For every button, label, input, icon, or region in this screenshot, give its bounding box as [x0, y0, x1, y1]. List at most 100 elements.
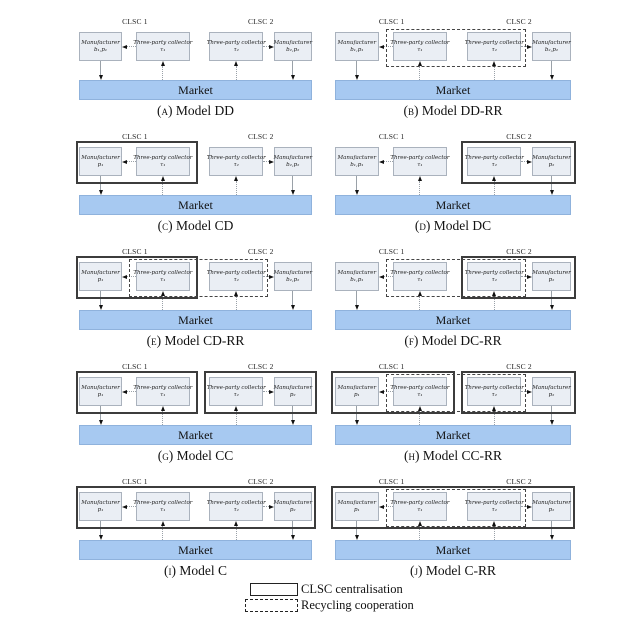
down-arrowhead-icon — [549, 75, 554, 80]
arrow-line — [263, 276, 269, 277]
arrow-line — [292, 61, 294, 75]
up-arrowhead-icon — [234, 291, 239, 296]
market-to-collector-up-arrow — [416, 521, 423, 540]
caption-model-name: Model DC — [430, 218, 492, 233]
manufacturer-2-box-title: Manufacturer — [532, 499, 571, 506]
caption-index: (d) — [414, 218, 431, 233]
market-bar: Market — [335, 195, 571, 215]
caption-model-name: Model DC-RR — [418, 333, 502, 348]
up-arrowhead-icon — [492, 291, 497, 296]
collector-to-manufacturer-right-arrow — [263, 44, 274, 49]
manufacturer-1-box-title: Manufacturer — [337, 384, 377, 391]
market-to-collector-up-arrow — [233, 521, 240, 540]
right-arrowhead-icon — [527, 159, 533, 164]
market-to-collector-up-arrow — [416, 176, 423, 195]
legend: CLSC centralisation Recycling cooperatio… — [245, 581, 414, 613]
manufacturer-1-box-variable: b₁,p₁ — [350, 161, 364, 168]
manufacturer-2-box-variable: p₂ — [548, 391, 555, 398]
collector-1-box-title: Three-party collector — [133, 384, 193, 391]
collector-2-box-title: Three-party collector — [464, 154, 524, 161]
clsc2-label: CLSC 2 — [247, 247, 274, 256]
collector-1-box-title: Three-party collector — [390, 499, 450, 506]
manufacturer-1-box-variable: b₁,p₁ — [350, 46, 364, 53]
down-arrowhead-icon — [98, 190, 103, 195]
collector-1-box-title: Three-party collector — [390, 384, 450, 391]
up-arrowhead-icon — [234, 406, 239, 411]
market-to-collector-up-arrow — [159, 291, 166, 310]
arrow-line — [383, 46, 393, 47]
down-arrowhead-icon — [98, 535, 103, 540]
collector-to-manufacturer-left-arrow — [378, 274, 393, 279]
down-arrowhead-icon — [98, 420, 103, 425]
arrow-line — [127, 276, 137, 277]
up-arrowhead-icon — [160, 176, 165, 181]
manufacturer-to-market-down-arrow — [548, 176, 555, 195]
right-arrowhead-icon — [527, 274, 533, 279]
caption-model-name: Model DD-RR — [418, 103, 503, 118]
collector-to-manufacturer-left-arrow — [378, 504, 393, 509]
collector-to-manufacturer-left-arrow — [378, 44, 393, 49]
left-arrowhead-icon — [378, 44, 384, 49]
down-arrowhead-icon — [354, 190, 359, 195]
manufacturer-to-market-down-arrow — [548, 521, 555, 540]
market-bar: Market — [79, 310, 312, 330]
collector-to-manufacturer-left-arrow — [122, 274, 137, 279]
manufacturer-2-box-title: Manufacturer — [273, 384, 313, 391]
caption-model-name: Model CC — [173, 448, 234, 463]
down-arrowhead-icon — [98, 75, 103, 80]
arrow-line — [356, 61, 358, 75]
market-to-collector-up-arrow — [159, 521, 166, 540]
manufacturer-2-box-variable: p₂ — [289, 506, 296, 513]
up-arrowhead-icon — [417, 291, 422, 296]
collector-to-manufacturer-left-arrow — [122, 44, 137, 49]
arrow-line — [383, 161, 393, 162]
arrow-line — [127, 46, 137, 47]
arrow-line — [292, 176, 294, 190]
caption-index: (b) — [403, 103, 419, 118]
up-arrowhead-icon — [492, 521, 497, 526]
left-arrowhead-icon — [122, 44, 128, 49]
caption-model-name: Model DD — [172, 103, 234, 118]
manufacturer-to-market-down-arrow — [289, 406, 296, 425]
legend-label-recycling: Recycling cooperation — [301, 597, 414, 612]
caption-model-name: Model C — [175, 563, 227, 578]
collector-1-box-variable: τ₁ — [160, 46, 166, 53]
up-arrowhead-icon — [417, 406, 422, 411]
clsc2-label: CLSC 2 — [506, 477, 532, 486]
down-arrowhead-icon — [290, 535, 295, 540]
manufacturer-2-box-variable: p₂ — [548, 506, 555, 513]
collector-to-manufacturer-right-arrow — [521, 389, 533, 394]
collector-1-box-title: Three-party collector — [390, 154, 450, 161]
market-to-collector-up-arrow — [233, 291, 240, 310]
caption-index: (h) — [403, 448, 420, 463]
arrow-line — [419, 66, 421, 80]
arrow-line — [419, 181, 421, 195]
collector-1-box-title: Three-party collector — [390, 39, 450, 46]
collector-1-box-variable: τ₁ — [160, 506, 166, 513]
manufacturer-to-market-down-arrow — [353, 406, 360, 425]
market-to-collector-up-arrow — [416, 291, 423, 310]
arrow-line — [493, 66, 495, 80]
collector-1-box-variable: τ₁ — [160, 161, 166, 168]
clsc1-label: CLSC 1 — [378, 477, 405, 486]
arrow-line — [100, 521, 102, 535]
clsc2-label: CLSC 2 — [247, 17, 274, 26]
manufacturer-1-box-variable: p₁ — [97, 506, 104, 513]
right-arrowhead-icon — [268, 44, 274, 49]
arrow-line — [292, 291, 294, 305]
up-arrowhead-icon — [417, 61, 422, 66]
market-to-collector-up-arrow — [491, 61, 498, 80]
